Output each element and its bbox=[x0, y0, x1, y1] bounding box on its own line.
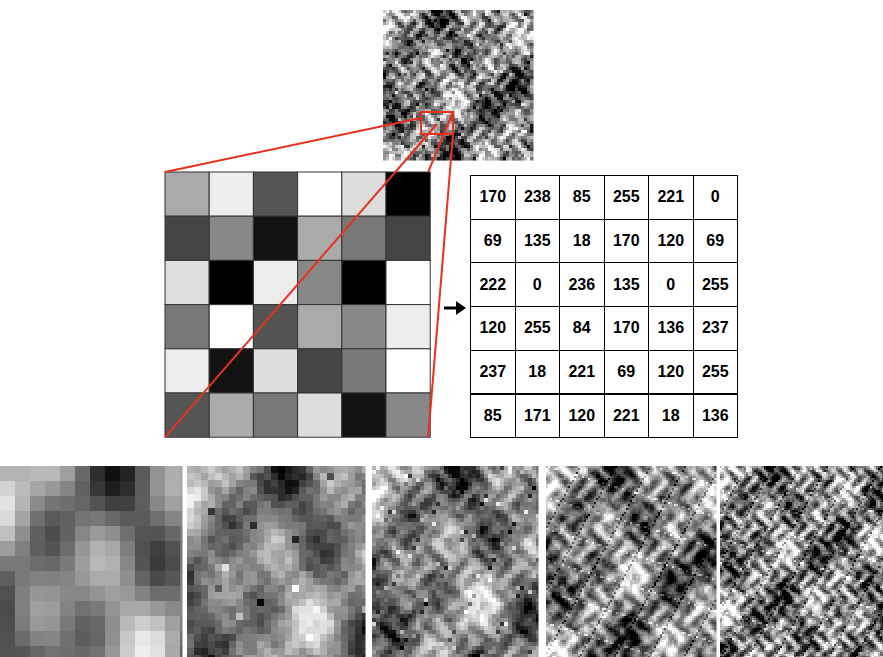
table-cell: 255 bbox=[693, 262, 739, 307]
resolution-image bbox=[187, 466, 366, 657]
cell-value: 69 bbox=[706, 232, 724, 250]
cell-value: 18 bbox=[662, 407, 680, 425]
cell-value: 255 bbox=[702, 276, 729, 294]
cell-value: 136 bbox=[702, 407, 729, 425]
table-cell: 221 bbox=[648, 175, 694, 220]
table-cell: 237 bbox=[693, 306, 739, 351]
table-cell: 85 bbox=[470, 394, 516, 439]
cell-value: 222 bbox=[479, 276, 506, 294]
cell-value: 84 bbox=[573, 319, 591, 337]
resolution-image bbox=[372, 466, 539, 657]
cell-value: 69 bbox=[484, 232, 502, 250]
table-cell: 84 bbox=[559, 306, 605, 351]
arrow-shaft bbox=[444, 307, 458, 310]
table-cell: 236 bbox=[559, 262, 605, 307]
cell-value: 85 bbox=[484, 407, 502, 425]
table-cell: 0 bbox=[648, 262, 694, 307]
table-cell: 69 bbox=[604, 350, 650, 395]
table-cell: 120 bbox=[648, 350, 694, 395]
table-cell: 135 bbox=[604, 262, 650, 307]
cell-value: 69 bbox=[617, 363, 635, 381]
cell-value: 237 bbox=[479, 363, 506, 381]
cell-value: 135 bbox=[524, 232, 551, 250]
table-cell: 135 bbox=[515, 219, 561, 264]
cell-value: 18 bbox=[573, 232, 591, 250]
cell-value: 120 bbox=[657, 363, 684, 381]
table-cell: 18 bbox=[515, 350, 561, 395]
table-cell: 120 bbox=[559, 394, 605, 439]
table-cell: 255 bbox=[604, 175, 650, 220]
table-cell: 238 bbox=[515, 175, 561, 220]
table-cell: 120 bbox=[470, 306, 516, 351]
resolution-image bbox=[546, 466, 717, 657]
table-cell: 170 bbox=[470, 175, 516, 220]
cell-value: 0 bbox=[533, 276, 542, 294]
cell-value: 136 bbox=[657, 319, 684, 337]
resolution-image bbox=[720, 466, 883, 657]
cell-value: 120 bbox=[657, 232, 684, 250]
cell-value: 237 bbox=[702, 319, 729, 337]
cell-value: 170 bbox=[479, 188, 506, 206]
cell-value: 170 bbox=[613, 232, 640, 250]
table-cell: 120 bbox=[648, 219, 694, 264]
table-cell: 85 bbox=[559, 175, 605, 220]
cell-value: 120 bbox=[479, 319, 506, 337]
table-cell: 221 bbox=[604, 394, 650, 439]
table-cell: 18 bbox=[559, 219, 605, 264]
cell-value: 170 bbox=[613, 319, 640, 337]
cell-value: 221 bbox=[657, 188, 684, 206]
cell-value: 255 bbox=[524, 319, 551, 337]
table-cell: 69 bbox=[470, 219, 516, 264]
table-cell: 136 bbox=[693, 394, 739, 439]
table-cell: 170 bbox=[604, 219, 650, 264]
cell-value: 236 bbox=[568, 276, 595, 294]
table-cell: 18 bbox=[648, 394, 694, 439]
cell-value: 171 bbox=[524, 407, 551, 425]
cell-value: 255 bbox=[702, 363, 729, 381]
cell-value: 255 bbox=[613, 188, 640, 206]
table-cell: 171 bbox=[515, 394, 561, 439]
cell-value: 221 bbox=[568, 363, 595, 381]
table-cell: 136 bbox=[648, 306, 694, 351]
table-cell: 255 bbox=[693, 350, 739, 395]
resolution-image bbox=[0, 466, 183, 657]
table-cell: 170 bbox=[604, 306, 650, 351]
arrow-head bbox=[456, 301, 466, 315]
table-cell: 0 bbox=[693, 175, 739, 220]
table-cell: 0 bbox=[515, 262, 561, 307]
cell-value: 238 bbox=[524, 188, 551, 206]
zoom-lines bbox=[165, 112, 453, 437]
aerial-image bbox=[383, 10, 534, 161]
table-cell: 237 bbox=[470, 350, 516, 395]
table-cell: 69 bbox=[693, 219, 739, 264]
cell-value: 221 bbox=[613, 407, 640, 425]
table-cell: 222 bbox=[470, 262, 516, 307]
table-cell: 255 bbox=[515, 306, 561, 351]
cell-value: 120 bbox=[568, 407, 595, 425]
cell-value: 135 bbox=[613, 276, 640, 294]
cell-value: 18 bbox=[528, 363, 546, 381]
cell-value: 0 bbox=[711, 188, 720, 206]
cell-value: 0 bbox=[666, 276, 675, 294]
table-cell: 221 bbox=[559, 350, 605, 395]
pixel-grid bbox=[165, 172, 430, 437]
cell-value: 85 bbox=[573, 188, 591, 206]
